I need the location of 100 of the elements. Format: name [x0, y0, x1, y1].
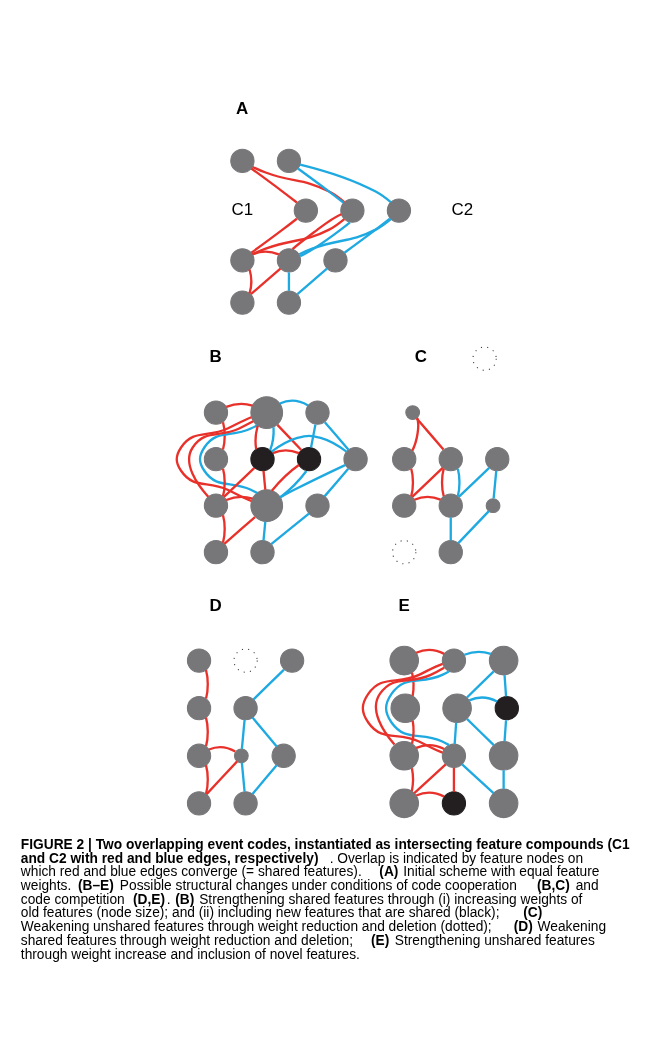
connector — [279, 399, 309, 406]
connector — [252, 165, 346, 203]
connector — [252, 668, 285, 700]
node-circle — [389, 645, 419, 675]
node-circle — [438, 493, 463, 518]
connector — [223, 515, 256, 545]
node-circle — [488, 740, 519, 771]
node-circle — [488, 645, 519, 675]
connector — [221, 514, 226, 543]
node-circle — [389, 740, 419, 771]
node-circle — [485, 446, 510, 471]
node-circle — [343, 446, 368, 471]
connector — [270, 463, 300, 491]
connector — [250, 267, 282, 295]
node-circle — [186, 790, 212, 816]
connector — [291, 212, 342, 250]
connector — [225, 495, 253, 501]
connector — [252, 249, 280, 255]
node-circle — [305, 493, 330, 518]
connector — [466, 669, 495, 698]
node-circle — [392, 539, 417, 564]
connector — [415, 648, 445, 655]
connector — [410, 720, 415, 744]
connector — [223, 466, 256, 498]
connector — [254, 425, 259, 449]
node-circle — [392, 446, 417, 471]
node-circle — [305, 399, 330, 425]
connector — [343, 217, 391, 254]
connector — [361, 662, 443, 754]
node-circle — [390, 692, 421, 723]
label: C — [414, 346, 428, 366]
connector — [492, 470, 498, 499]
node-circle — [203, 399, 229, 425]
node-circle — [230, 148, 255, 173]
node-circle — [485, 497, 501, 513]
connector — [415, 743, 445, 750]
connector — [221, 421, 226, 450]
connector — [411, 466, 444, 498]
connector — [456, 468, 461, 496]
connector — [502, 769, 505, 789]
node-circle — [250, 539, 275, 564]
connector — [250, 217, 298, 254]
connector — [198, 423, 258, 494]
node-circle — [441, 790, 467, 816]
connector — [204, 669, 209, 699]
connector — [299, 220, 351, 257]
connector — [440, 468, 445, 496]
connector — [464, 650, 492, 656]
connector — [248, 268, 253, 294]
connector — [503, 674, 508, 696]
node-circle — [276, 148, 302, 173]
connector — [272, 448, 300, 454]
node-circle — [186, 647, 212, 673]
connector — [323, 467, 350, 497]
connector — [297, 167, 345, 203]
connector — [268, 426, 275, 451]
connector — [449, 517, 452, 540]
connector — [251, 763, 278, 795]
node-circle — [276, 247, 302, 272]
node-circle — [441, 743, 467, 768]
connector — [503, 719, 508, 741]
node-circle — [203, 446, 229, 471]
connector — [452, 767, 456, 792]
connector — [221, 468, 226, 496]
connector — [410, 468, 415, 496]
connector — [299, 162, 392, 203]
node-circle — [392, 493, 417, 518]
node-circle — [279, 647, 305, 673]
node-circle — [271, 743, 296, 768]
connector — [270, 434, 348, 453]
node-circle — [296, 446, 322, 471]
connector — [374, 666, 445, 745]
connector — [410, 767, 415, 791]
node-circle — [488, 788, 519, 818]
connector — [240, 719, 246, 749]
node-circle — [203, 493, 229, 518]
connector — [415, 791, 445, 798]
connector — [225, 402, 253, 408]
node-circle — [441, 647, 467, 673]
connector — [251, 716, 278, 747]
node-circle — [386, 197, 412, 223]
node-circle — [230, 289, 255, 315]
node-circle — [186, 695, 212, 720]
node-circle — [438, 539, 463, 564]
node-circle — [250, 395, 284, 429]
node-circle — [233, 695, 258, 720]
node-circle — [340, 197, 365, 223]
node-circle — [276, 289, 302, 315]
connector — [240, 762, 246, 792]
label: C1 — [231, 199, 254, 219]
connector — [385, 670, 450, 746]
connector — [187, 419, 254, 497]
label: E — [398, 595, 410, 615]
connector — [250, 167, 298, 203]
caption: FIGURE 2 | Two overlapping event codes, instantiated as intersecting feature compounds (C1 and C2 with red and blue edges, respectively). Overlap is indicated by feature nodes on which red and blue edges converge (= shared features). (A) Initial scheme with equal feature weights. (B–E) Possible structural changes under conditions of code cooperation (B,C) and code competition (D,E). (B) Strengthening shared features through (i) increasing weights of old features (node size); and (ii) including new features that are shared (black); (C) Weakening unshared features through weight reduction and deletion (dotted); (D) Weakening shared features through weight reduction and deletion; (E) Strengthening unshared features through weight increase and inclusion of novel features. — [20, 836, 630, 962]
label: C2 — [451, 199, 474, 219]
connector — [457, 466, 490, 498]
node-circle — [233, 647, 258, 673]
node-circle — [250, 446, 275, 471]
connector — [204, 716, 209, 746]
